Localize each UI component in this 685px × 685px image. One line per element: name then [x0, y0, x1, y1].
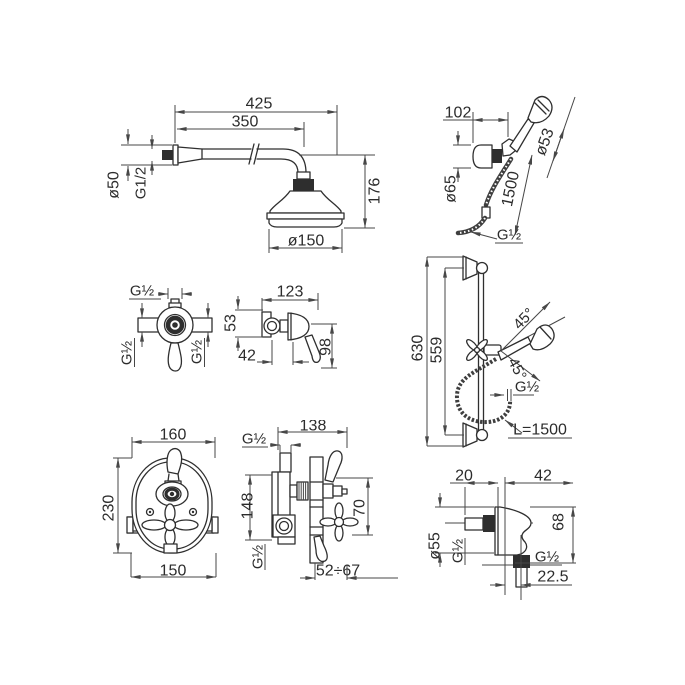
figure-overhead-shower: 425 350 ø50 G1/2 176 ø150: [106, 96, 384, 253]
dim-total-reach: 425: [246, 96, 273, 113]
inlet-thread-stub: [464, 517, 484, 531]
dim-offset: 22.5: [537, 569, 568, 586]
dim-head-diameter: ø53: [532, 126, 557, 158]
dim-thread: G½: [515, 379, 540, 396]
wall-flange: [494, 506, 532, 556]
figure-exposed-valve: G½ G½ G½ 123 53 42 98: [119, 283, 337, 372]
top-lever: [324, 450, 343, 483]
dim-thread-left: G½: [119, 340, 136, 365]
dim-flange-diameter: ø50: [106, 171, 123, 199]
dim-arm-reach: 350: [232, 114, 259, 131]
figure-hand-shower: 102 ø65 ø53 1500 G½: [443, 95, 576, 244]
dim-holder-diameter: ø65: [443, 175, 460, 203]
dim-thread-length: 20: [455, 468, 473, 485]
threaded-section: [296, 481, 309, 501]
shower-arm: [162, 143, 307, 174]
temperature-lever: [166, 447, 183, 475]
mixer-front-body: [126, 447, 219, 554]
dim-head-diameter: ø150: [288, 233, 325, 250]
dim-lever-height: 98: [318, 338, 335, 356]
dimensions: 102 ø65 ø53 1500 G½: [443, 96, 576, 244]
figure-mixer-side: 138 G½ 148 G½ 70 52÷67: [240, 420, 398, 580]
dim-height: 230: [101, 495, 118, 522]
dimensions: 425 350 ø50 G1/2 176 ø150: [106, 96, 384, 253]
slider-cross-knob: [466, 339, 488, 361]
dim-height: 68: [551, 513, 568, 531]
dim-knob: 70: [352, 499, 369, 517]
cross-handle: [319, 502, 359, 542]
dim-projection: 102: [445, 105, 472, 122]
valve-lever-side: [304, 334, 321, 364]
hand-shower-body: [455, 95, 553, 236]
shower-head-bell: [527, 95, 553, 124]
dim-thread-top: G½: [130, 283, 155, 300]
dim-thread: G½: [497, 227, 522, 244]
dim-angle-up: 45°: [510, 305, 538, 333]
dim-top-width: 160: [160, 427, 187, 444]
shower-head: [266, 171, 345, 228]
dimensions: G½ G½ G½ 123 53 42 98: [119, 283, 337, 369]
figure-slide-rail: 630 559 45° 45° G½ L=1500: [410, 255, 572, 448]
dim-total-length: 630: [410, 335, 427, 362]
valve-lever: [167, 342, 183, 372]
dim-body-height: 53: [223, 314, 240, 332]
dim-drop-height: 176: [367, 178, 384, 205]
dim-thread-right: G½: [189, 339, 206, 364]
dim-thread-top: G½: [242, 431, 267, 448]
dim-width: 123: [277, 284, 304, 301]
dim-thread: G1/2: [133, 167, 150, 200]
figure-wall-outlet: 20 42 68 ø55 G½ G½ 22.5: [427, 468, 576, 600]
bottom-lever: [313, 535, 328, 563]
dim-centres: 559: [429, 337, 446, 364]
dim-hose-length: L=1500: [513, 422, 567, 439]
dim-depth-range: 52÷67: [316, 563, 360, 580]
dim-thread-outlet: G½: [535, 549, 560, 566]
dimensions: 160 230 150: [101, 427, 217, 580]
dim-projection: 42: [534, 468, 552, 485]
mixer-side-body: [271, 450, 359, 564]
dim-wall-offset: 42: [238, 348, 256, 365]
dim-thread-wall: G½: [450, 538, 467, 563]
figure-mixer-front: 160 230 150: [101, 427, 219, 580]
valve-side-view: [261, 311, 321, 364]
dimensions: 20 42 68 ø55 G½ G½ 22.5: [427, 468, 576, 600]
hose-lower: [455, 215, 488, 236]
dim-width: 138: [300, 420, 327, 435]
dim-thread-bottom: G½: [250, 544, 267, 569]
slider-and-hand-shower: [454, 324, 555, 425]
shower-hose-loop: [454, 357, 513, 425]
dim-flange-diameter: ø55: [427, 532, 444, 560]
wall-holder: [472, 144, 493, 169]
flow-cross-handle: [141, 503, 199, 547]
dim-bottom-width: 150: [160, 563, 187, 580]
hand-shower-head: [529, 324, 555, 351]
dim-height: 148: [240, 493, 257, 520]
dimensions: 138 G½ 148 G½ 70 52÷67: [240, 420, 398, 580]
handle-grip: [509, 118, 535, 153]
valve-front-view: [137, 298, 213, 372]
